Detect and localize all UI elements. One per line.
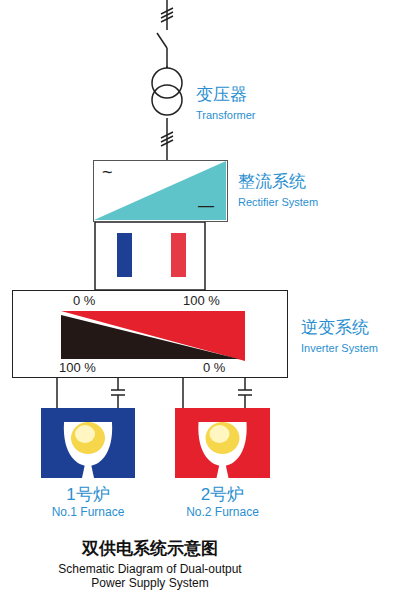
node-label: 100 % <box>59 361 96 375</box>
furnace-box: 1号炉No.1 Furnace <box>41 408 135 478</box>
switch-blade <box>157 33 167 48</box>
node-label: Rectifier System <box>238 196 318 208</box>
dc-bus-negative <box>117 233 132 277</box>
transformer-winding <box>152 85 182 115</box>
node-label: 100 % <box>183 294 220 308</box>
molten-glow <box>210 425 230 443</box>
pour-stream <box>217 464 229 478</box>
diagram-title: 双供电系统示意图 <box>45 538 255 560</box>
wire <box>56 378 58 408</box>
node-art <box>41 408 135 478</box>
node-label: 0 % <box>73 294 95 308</box>
caption-block: 双供电系统示意图Schematic Diagram of Dual-output… <box>45 538 255 591</box>
capacitor-plate <box>111 389 125 391</box>
node-art <box>13 291 289 379</box>
capacitor-wire <box>117 395 119 408</box>
node-label: No.2 Furnace <box>186 506 259 519</box>
node-label: Transformer <box>196 109 256 121</box>
molten-glow <box>75 425 95 443</box>
inverter-black-ramp <box>61 315 239 359</box>
crucible <box>64 422 112 466</box>
rectifier-fill <box>94 161 226 220</box>
capacitor-wire <box>117 378 119 390</box>
node-label: 0 % <box>203 361 225 375</box>
node-label: 2号炉 <box>201 486 244 505</box>
node-label: 变压器 <box>196 86 247 105</box>
node-art <box>175 408 270 478</box>
node-label: 逆变系统 <box>301 319 369 338</box>
inverter-red-ramp <box>61 311 245 361</box>
supply-line <box>166 48 168 68</box>
node-label: — <box>198 197 214 215</box>
phase-mark <box>161 16 173 22</box>
lead <box>166 66 168 68</box>
capacitor-wire <box>244 395 246 408</box>
wire <box>166 118 168 160</box>
transformer-winding <box>152 68 182 98</box>
transformer-node: 变压器Transformer <box>150 66 184 118</box>
crucible <box>198 422 246 466</box>
dc-link-box <box>95 222 205 290</box>
node-label: 1号炉 <box>66 486 109 505</box>
furnace-box: 2号炉No.2 Furnace <box>175 408 270 478</box>
pour-stream <box>82 464 94 478</box>
capacitor-plate <box>238 389 252 391</box>
rectifier-box: ~—整流系统Rectifier System <box>93 160 228 222</box>
wire <box>182 378 184 408</box>
inverter-box: 0 %100 %逆变系统Inverter System100 %0 % <box>12 290 288 378</box>
molten-metal <box>71 422 105 454</box>
capacitor-wire <box>244 378 246 390</box>
diagram-caption: Schematic Diagram of Dual-output Power S… <box>45 562 255 591</box>
dc-bus-positive <box>171 233 186 277</box>
node-label: ~ <box>102 163 113 183</box>
node-label: 整流系统 <box>238 173 306 192</box>
molten-metal <box>206 422 240 454</box>
node-label: Inverter System <box>301 342 378 354</box>
node-label: No.1 Furnace <box>52 506 125 519</box>
node-art <box>150 66 184 118</box>
